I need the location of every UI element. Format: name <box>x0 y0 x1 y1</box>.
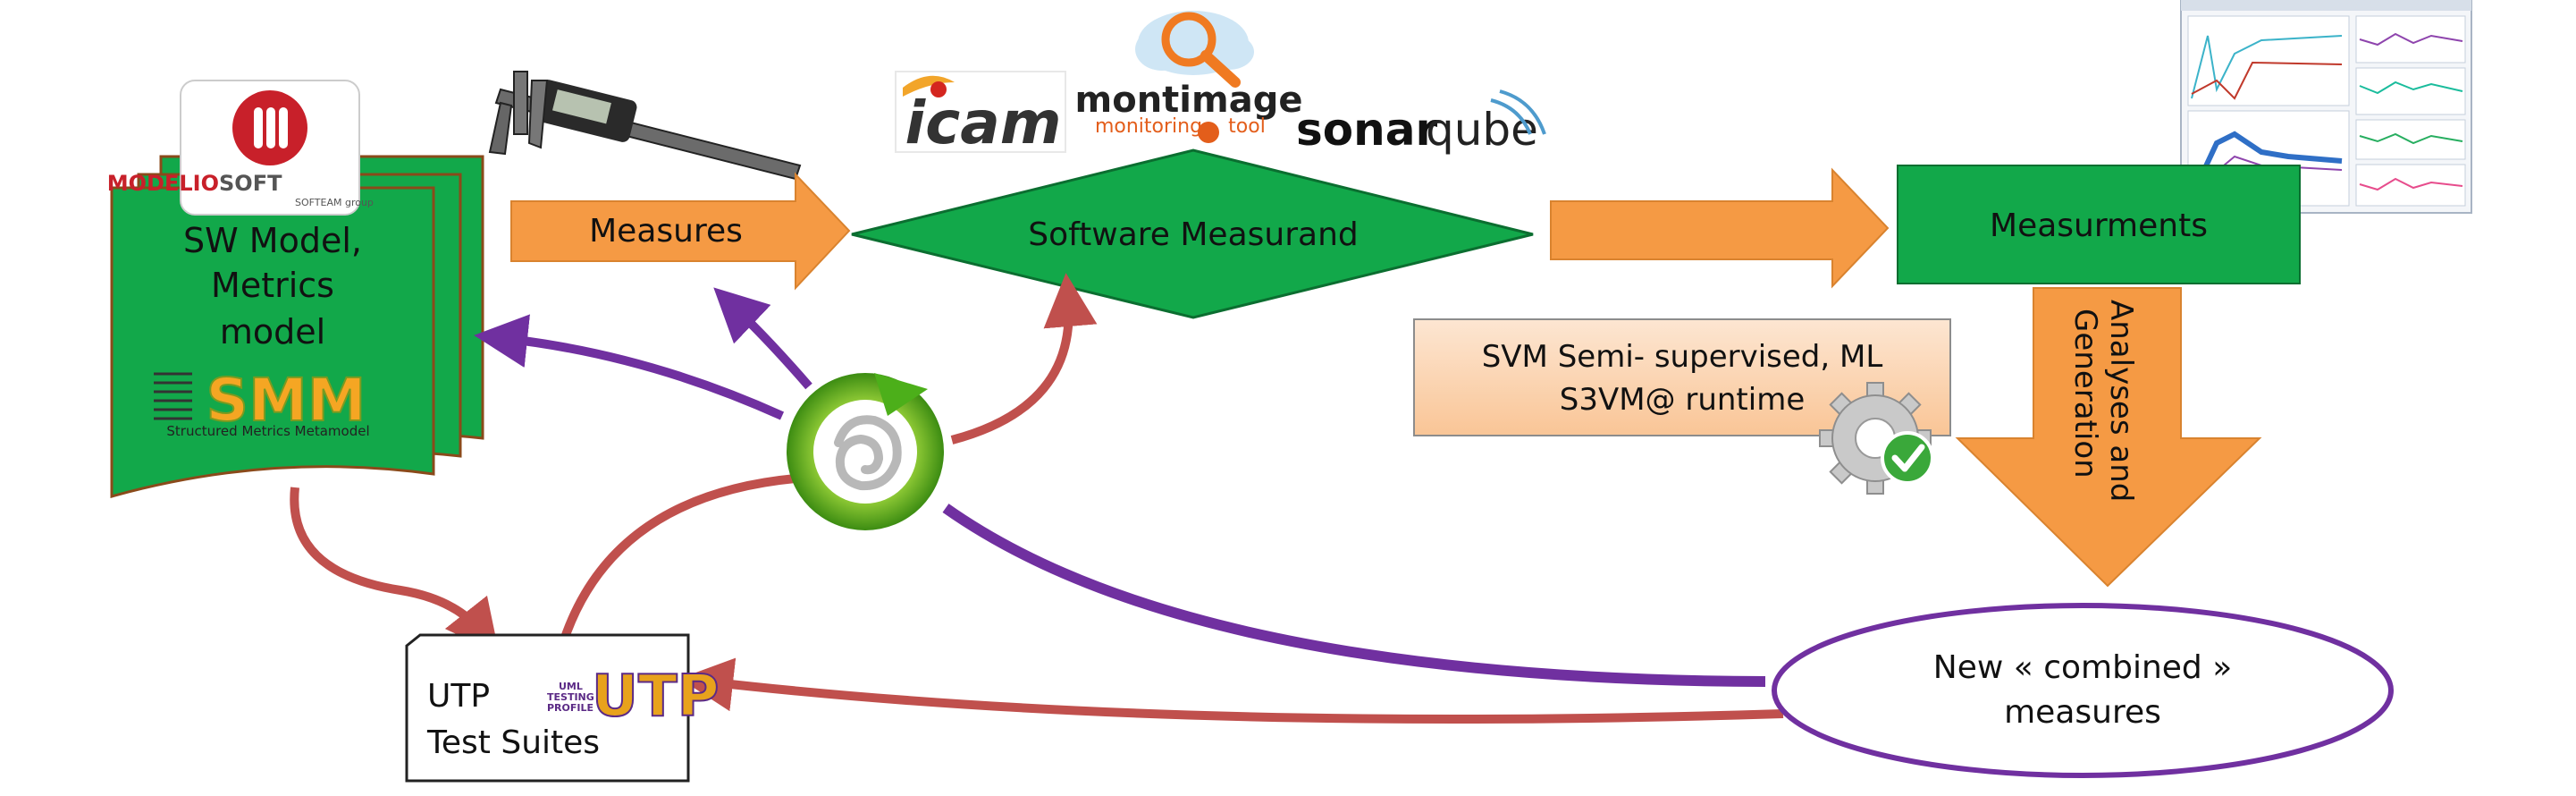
measurements-box: Measurments <box>1897 165 2301 284</box>
red-arrow-model-to-utp <box>290 487 500 655</box>
monitoring-screenshot-icon <box>2180 0 2472 214</box>
red-arrow-new-measures-to-utp <box>679 657 1784 724</box>
utp-label-line2: Test Suites <box>426 724 600 761</box>
measurements-label: Measurments <box>1990 207 2208 244</box>
tool-text: tool <box>1228 115 1266 138</box>
utp-logo-text: UTP <box>592 664 720 730</box>
svm-line1: SVM Semi- supervised, ML <box>1482 339 1883 375</box>
analyses-generation-arrow: Analyses and Generation <box>1955 287 2262 588</box>
measurand-label: Software Measurand <box>1028 216 1359 253</box>
monitoring-text: monitoring <box>1095 115 1202 138</box>
purple-arrow-to-model <box>474 314 785 420</box>
model-title-line3: model <box>220 312 325 351</box>
measurand-to-measurements-arrow <box>1550 167 1890 289</box>
red-arrow-utp-to-cycle <box>557 474 796 650</box>
montimage-text: montimage <box>1075 80 1303 121</box>
sw-model-document-stack: MODELIO SOFT SOFTEAM group SW Model, Met… <box>107 80 484 498</box>
analyses-label-line2: Generation <box>2067 309 2103 478</box>
svm-line2: S3VM@ runtime <box>1560 382 1806 418</box>
new-measures-line1: New « combined » <box>1933 649 2232 686</box>
icam-logo: icam <box>895 71 1066 157</box>
modelio-text: MODELIO <box>107 171 219 196</box>
measures-arrow: Measures <box>510 172 851 291</box>
purple-arrow-cycle-to-new-measures <box>942 504 1766 687</box>
soft-text: SOFT <box>219 171 282 196</box>
utp-logo-small-2: TESTING <box>547 691 594 703</box>
qube-text: qube <box>1426 104 1538 156</box>
magnifier-cloud-icon <box>1135 11 1254 88</box>
new-combined-measures-ellipse: New « combined » measures <box>1772 603 2394 778</box>
smm-logo-text: SMM <box>206 366 366 435</box>
measures-label: Measures <box>589 213 743 250</box>
utp-logo-small-3: PROFILE <box>547 702 593 714</box>
red-arrow-to-measurand <box>950 273 1098 445</box>
smm-logo: SMM Structured Metrics Metamodel <box>154 365 370 439</box>
modeliosoft-logo: MODELIO SOFT SOFTEAM group <box>107 80 374 216</box>
utp-logo: UML TESTING PROFILE UTP <box>547 663 720 731</box>
utp-label-line1: UTP <box>427 678 490 715</box>
utp-test-suites-box: UTP Test Suites UML TESTING PROFILE UTP <box>405 633 720 783</box>
smm-caption: Structured Metrics Metamodel <box>166 423 369 439</box>
softeam-text: SOFTEAM group <box>295 197 374 208</box>
new-measures-line2: measures <box>2004 694 2161 731</box>
sonarqube-logo: sonar qube <box>1296 89 1546 156</box>
utp-logo-small-1: UML <box>559 681 583 692</box>
gear-check-icon <box>1819 382 1934 495</box>
sonar-text: sonar <box>1296 104 1437 156</box>
montimage-logo: montimage monitoring tool <box>1075 11 1303 143</box>
analyses-label-line1: Analyses and <box>2103 300 2139 502</box>
caliper-icon <box>488 71 802 181</box>
model-title-line1: SW Model, <box>183 221 362 260</box>
icam-text: icam <box>905 89 1061 157</box>
software-measurand-diamond: Software Measurand <box>851 148 1534 319</box>
purple-arrow-to-measures <box>713 287 812 390</box>
model-title-line2: Metrics <box>211 266 334 305</box>
green-cycle-icon <box>787 373 944 530</box>
